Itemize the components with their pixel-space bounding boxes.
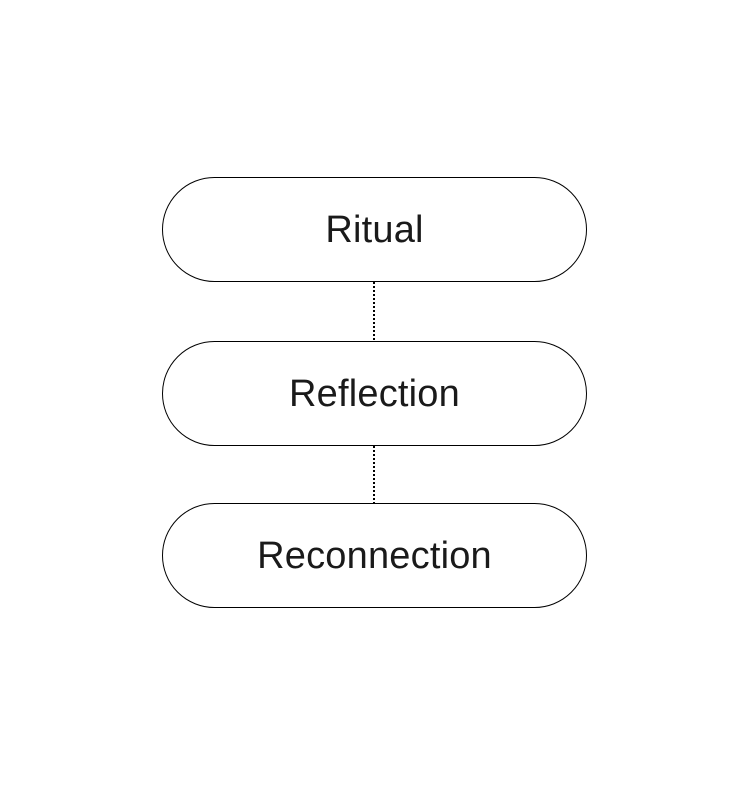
node-ritual-label: Ritual: [325, 208, 424, 251]
connector-reflection-to-reconnection: [373, 446, 375, 503]
node-reconnection-label: Reconnection: [257, 534, 492, 577]
node-reflection-label: Reflection: [289, 372, 460, 415]
node-ritual: Ritual: [162, 177, 587, 282]
node-reflection: Reflection: [162, 341, 587, 446]
node-reconnection: Reconnection: [162, 503, 587, 608]
connector-ritual-to-reflection: [373, 282, 375, 341]
